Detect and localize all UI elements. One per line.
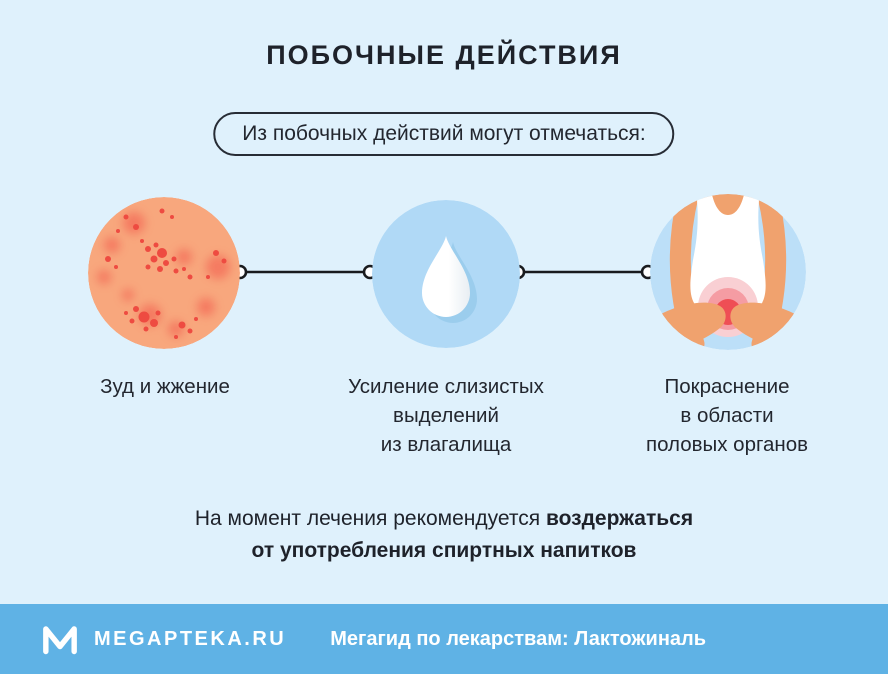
female-torso-icon bbox=[650, 194, 806, 350]
note-bold-text-line1: воздержаться bbox=[545, 507, 694, 530]
droplet-icon bbox=[372, 200, 520, 348]
footer-brand: MEGAPTEKA.RU bbox=[94, 627, 287, 650]
redness-illustration bbox=[650, 194, 806, 350]
footer-caption: Мегагид по лекарствам: Лактожиналь bbox=[330, 627, 707, 650]
megapteka-logo-icon bbox=[43, 626, 77, 655]
alcohol-warning-note: На момент лечения рекомендуется воздержа… bbox=[0, 503, 888, 567]
page-title: ПОБОЧНЫЕ ДЕЙСТВИЯ bbox=[266, 40, 622, 70]
rash-illustration bbox=[88, 197, 240, 349]
label-genital-redness: Покраснение в области половых органов bbox=[645, 375, 809, 456]
footer-bar: MEGAPTEKA.RU Мегагид по лекарствам: Лакт… bbox=[0, 604, 888, 674]
discharge-illustration bbox=[372, 200, 520, 348]
label-itching-burning: Зуд и жжение bbox=[100, 375, 230, 398]
label-mucous-discharge: Усиление слизистых выделений из влагалищ… bbox=[348, 375, 544, 456]
rash-icon bbox=[88, 197, 240, 349]
note-regular-text: На момент лечения рекомендуется bbox=[194, 507, 541, 530]
note-bold-text-line2: от употребления спиртных напитков bbox=[251, 539, 637, 562]
intro-pill: Из побочных действий могут отмечаться: bbox=[213, 112, 675, 156]
